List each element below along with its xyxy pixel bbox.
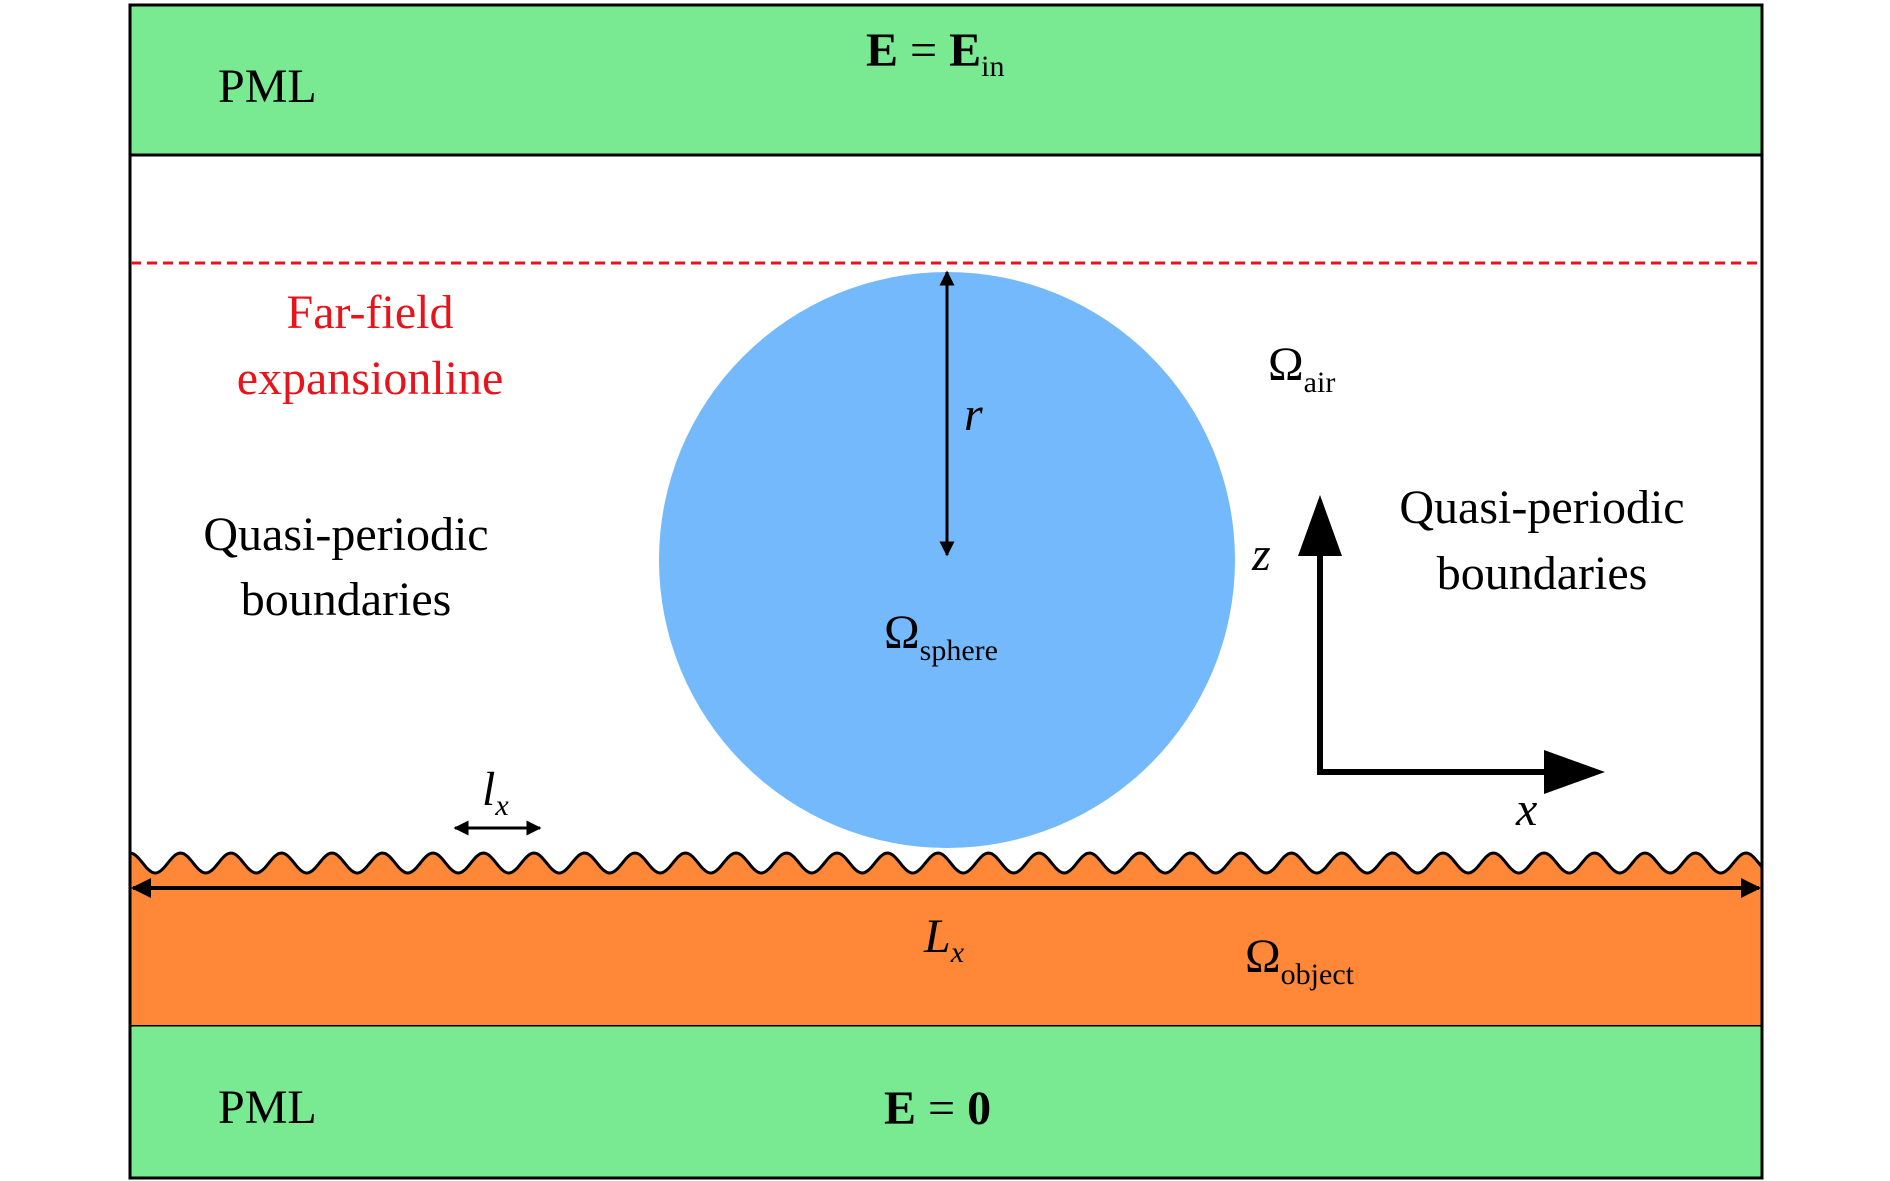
bottom-pml-label: PML: [218, 1081, 317, 1134]
small-period-label: lx: [482, 763, 509, 822]
radius-label: r: [964, 388, 983, 441]
large-period-label: Lx: [923, 910, 965, 969]
x-axis-label: x: [1515, 783, 1537, 836]
air-region-label: Ωair: [1268, 338, 1335, 399]
domain-frame: [128, 3, 1764, 1180]
top-boundary-condition: E = Ein: [866, 24, 1004, 83]
axes-corner: [1317, 535, 1560, 775]
sphere-region-label: Ωsphere: [884, 606, 998, 667]
top-pml-label: PML: [218, 60, 317, 113]
right-boundary-label-line2: boundaries: [1437, 547, 1648, 600]
z-axis-label: z: [1251, 528, 1271, 581]
far-field-label-line2: expansionline: [237, 352, 504, 405]
top-pml-layer: [128, 3, 1764, 157]
left-boundary-label-line2: boundaries: [241, 573, 452, 626]
corrugated-surface: [129, 851, 1764, 875]
sphere: [659, 272, 1235, 848]
z-axis-arrowhead: [1298, 495, 1342, 556]
bottom-boundary-condition: E = 0: [884, 1082, 991, 1135]
right-boundary-label-line1: Quasi-periodic: [1399, 481, 1684, 534]
object-region-label: Ωobject: [1245, 930, 1355, 991]
far-field-label-line1: Far-field: [287, 286, 454, 339]
x-axis-arrowhead: [1544, 750, 1605, 794]
bottom-pml-layer: [128, 1023, 1764, 1180]
left-boundary-label-line1: Quasi-periodic: [203, 508, 488, 561]
